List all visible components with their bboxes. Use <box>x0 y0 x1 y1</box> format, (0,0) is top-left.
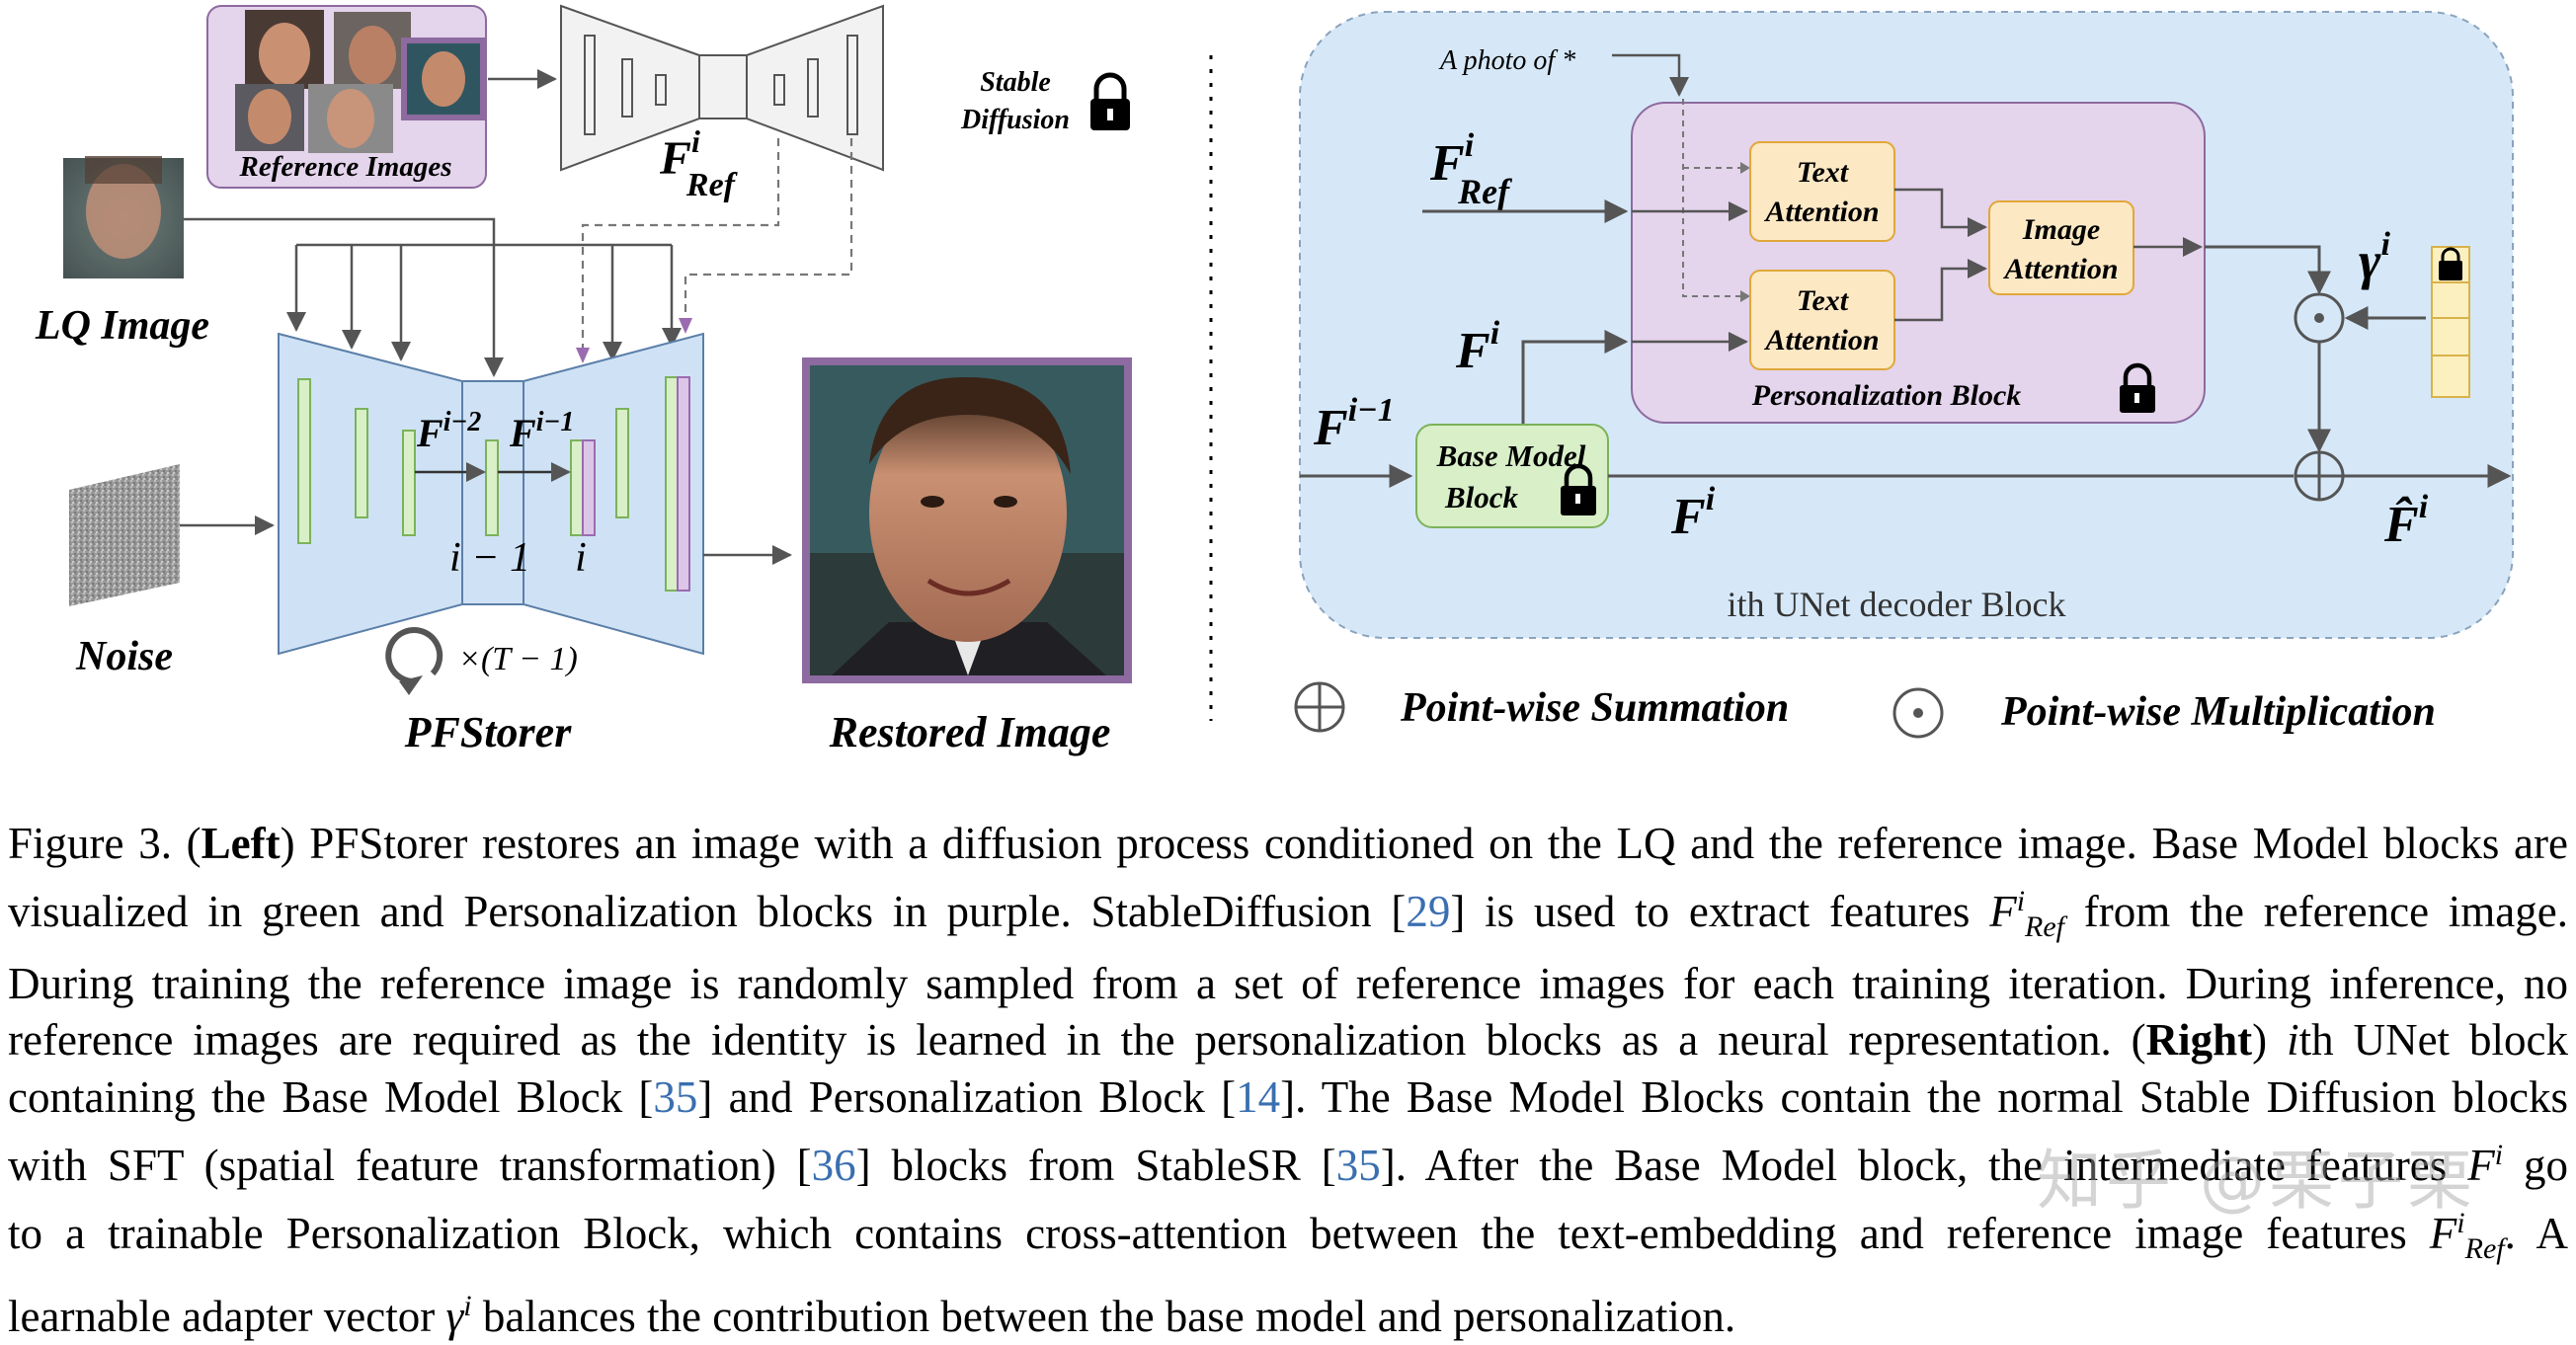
noise-image <box>69 464 180 606</box>
caption-line-5: containing the Base Model Block [35] and… <box>8 1072 2568 1123</box>
prompt-text: A photo of * <box>1438 45 1575 76</box>
loop-label: ×(T − 1) <box>458 641 578 677</box>
lock-icon <box>1090 72 1130 130</box>
f-i-minus-1-label: Fi−1 <box>1313 392 1395 456</box>
citation-29[interactable]: 29 <box>1406 886 1451 936</box>
text-attention-1-line1: Text <box>1797 156 1850 189</box>
f-i-upper-label: Fi <box>1455 315 1500 379</box>
reference-encoder-unet <box>560 4 884 172</box>
personalization-block-label: Personalization Block <box>1751 379 2022 412</box>
lq-image <box>63 156 184 278</box>
gamma-lock-icon <box>2439 247 2462 280</box>
legend: Point-wise Summation Point-wise Multipli… <box>1294 681 2436 739</box>
pfstorer-label: PFStorer <box>404 708 573 756</box>
citation-36[interactable]: 36 <box>811 1140 856 1190</box>
reference-face-thumbnails <box>235 10 486 153</box>
text-attention-2-line1: Text <box>1797 284 1850 317</box>
caption-line-2: visualized in green and Personalization … <box>8 884 2568 943</box>
base-model-line1: Base Model <box>1436 438 1586 473</box>
citation-14[interactable]: 14 <box>1236 1072 1281 1123</box>
citation-35-b[interactable]: 35 <box>1335 1140 1381 1190</box>
personalization-lock-icon <box>2120 362 2155 413</box>
text-attention-1-line2: Attention <box>1763 196 1879 228</box>
text-attention-block-1 <box>1749 141 1895 242</box>
unet-feature-label-right: Fi−1 <box>509 407 574 455</box>
restored-image-label: Restored Image <box>829 708 1111 756</box>
text-attention-2-line2: Attention <box>1763 324 1879 356</box>
lq-image-label: LQ Image <box>35 303 209 349</box>
base-model-line2: Block <box>1444 480 1519 514</box>
f-hat-label: F̂i <box>2383 489 2429 553</box>
legend-sum-icon <box>1294 681 1345 733</box>
caption-line-4: reference images are required as the ide… <box>8 1015 2568 1066</box>
caption-line-8: learnable adapter vector γi balances the… <box>8 1289 1736 1341</box>
image-attention-line1: Image <box>2022 213 2100 246</box>
figure-caption: Figure 3. (Left) PFStorer restores an im… <box>8 816 2568 1345</box>
citation-35[interactable]: 35 <box>653 1072 698 1123</box>
pfstorer-unet <box>278 332 704 656</box>
stable-diffusion-label-1: Stable <box>980 67 1051 98</box>
stable-diffusion-label-2: Diffusion <box>960 105 1070 135</box>
legend-multiply-label: Point-wise Multiplication <box>2000 689 2436 735</box>
caption-line-6: with SFT (spatial feature transformation… <box>8 1138 2569 1190</box>
base-model-lock-icon <box>1561 463 1596 515</box>
loop-icon <box>385 627 443 695</box>
watermark: 知乎 @栗子栗 <box>2037 1143 2476 1219</box>
caption-line-3: During training the reference image is r… <box>8 958 2568 1008</box>
legend-sum-label: Point-wise Summation <box>1400 685 1789 731</box>
reference-images-group: Reference Images <box>206 5 487 189</box>
decoder-block-label: ith UNet decoder Block <box>1728 585 2066 624</box>
reference-images-label: Reference Images <box>238 151 451 183</box>
block-index-right: i <box>575 535 587 581</box>
image-attention-line2: Attention <box>2002 253 2118 285</box>
legend-multiply-icon <box>1892 687 1944 739</box>
block-index-left: i − 1 <box>449 535 530 581</box>
restored-image <box>802 357 1132 683</box>
caption-line-1: Figure 3. (Left) PFStorer restores an im… <box>8 819 2568 868</box>
sum-operator <box>2294 450 2345 502</box>
f-i-lower-label: Fi <box>1670 481 1716 545</box>
gamma-label: γi <box>2359 226 2390 290</box>
caption-line-7: to a trainable Personalization Block, wh… <box>8 1206 2568 1265</box>
unet-feature-label-left: Fi−2 <box>416 407 481 455</box>
noise-label: Noise <box>75 634 173 679</box>
